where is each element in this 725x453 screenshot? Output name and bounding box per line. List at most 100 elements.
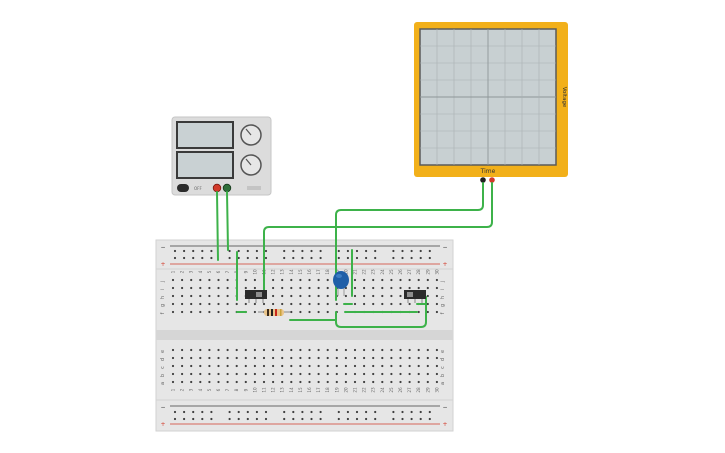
rail-hole[interactable] <box>255 256 258 260</box>
terminal-hole[interactable] <box>299 294 302 298</box>
rail-hole[interactable] <box>264 256 268 260</box>
terminal-hole[interactable] <box>190 286 193 290</box>
terminal-hole[interactable] <box>290 356 293 360</box>
rail-hole[interactable] <box>365 417 368 421</box>
rail-hole[interactable] <box>210 410 213 414</box>
rail-hole[interactable] <box>355 417 359 421</box>
terminal-hole[interactable] <box>262 380 266 384</box>
terminal-hole[interactable] <box>372 302 375 306</box>
ceramic-capacitor[interactable] <box>333 271 349 296</box>
rail-hole[interactable] <box>319 410 322 414</box>
rail-hole[interactable] <box>228 417 231 421</box>
rail-hole[interactable] <box>365 249 368 253</box>
rail-hole[interactable] <box>355 256 359 260</box>
terminal-hole[interactable] <box>363 302 366 306</box>
terminal-hole[interactable] <box>226 302 229 306</box>
terminal-hole[interactable] <box>390 364 393 368</box>
rail-hole[interactable] <box>365 256 368 260</box>
terminal-hole[interactable] <box>326 364 329 368</box>
terminal-hole[interactable] <box>244 302 247 306</box>
terminal-hole[interactable] <box>171 372 175 376</box>
terminal-hole[interactable] <box>235 356 238 360</box>
terminal-hole[interactable] <box>326 348 329 352</box>
rail-hole[interactable] <box>183 417 186 421</box>
terminal-hole[interactable] <box>253 302 256 306</box>
terminal-hole[interactable] <box>353 294 357 298</box>
terminal-hole[interactable] <box>235 302 238 306</box>
terminal-hole[interactable] <box>390 380 393 384</box>
terminal-hole[interactable] <box>181 302 184 306</box>
terminal-hole[interactable] <box>344 348 347 352</box>
terminal-hole[interactable] <box>226 348 229 352</box>
rail-hole[interactable] <box>283 410 286 414</box>
terminal-hole[interactable] <box>435 380 438 384</box>
terminal-hole[interactable] <box>417 372 420 376</box>
terminal-hole[interactable] <box>281 364 284 368</box>
wire-scope-red[interactable] <box>263 182 493 297</box>
terminal-hole[interactable] <box>353 278 357 282</box>
terminal-hole[interactable] <box>171 278 175 282</box>
terminal-hole[interactable] <box>372 294 375 298</box>
terminal-hole[interactable] <box>290 310 293 314</box>
rail-hole[interactable] <box>173 256 177 260</box>
power-supply[interactable]: OFF <box>171 116 272 196</box>
terminal-hole[interactable] <box>299 310 302 314</box>
terminal-hole[interactable] <box>190 364 193 368</box>
terminal-hole[interactable] <box>363 372 366 376</box>
terminal-hole[interactable] <box>262 364 266 368</box>
rail-hole[interactable] <box>246 256 249 260</box>
terminal-hole[interactable] <box>381 286 384 290</box>
rail-hole[interactable] <box>401 417 404 421</box>
terminal-hole[interactable] <box>299 372 302 376</box>
wire-supply-positive[interactable] <box>216 191 219 261</box>
rail-hole[interactable] <box>255 410 258 414</box>
terminal-hole[interactable] <box>253 348 256 352</box>
rail-hole[interactable] <box>410 410 413 414</box>
terminal-hole[interactable] <box>208 348 211 352</box>
terminal-hole[interactable] <box>308 380 311 384</box>
terminal-hole[interactable] <box>217 380 220 384</box>
rail-hole[interactable] <box>237 417 240 421</box>
terminal-hole[interactable] <box>253 310 256 314</box>
rail-hole[interactable] <box>255 417 258 421</box>
terminal-hole[interactable] <box>390 356 393 360</box>
terminal-hole[interactable] <box>408 380 411 384</box>
rail-hole[interactable] <box>173 417 177 421</box>
rail-hole[interactable] <box>374 256 377 260</box>
breadboard-holes[interactable] <box>171 249 438 421</box>
terminal-hole[interactable] <box>308 356 311 360</box>
rail-hole[interactable] <box>237 256 240 260</box>
terminal-hole[interactable] <box>217 302 220 306</box>
terminal-hole[interactable] <box>199 356 202 360</box>
terminal-hole[interactable] <box>353 348 357 352</box>
oscilloscope[interactable]: Time Voltage <box>414 22 568 183</box>
terminal-hole[interactable] <box>372 364 375 368</box>
terminal-hole[interactable] <box>181 380 184 384</box>
rail-hole[interactable] <box>401 410 404 414</box>
negative-terminal[interactable] <box>222 183 232 193</box>
rail-hole[interactable] <box>392 417 395 421</box>
terminal-hole[interactable] <box>326 310 329 314</box>
terminal-hole[interactable] <box>335 356 338 360</box>
terminal-hole[interactable] <box>317 364 320 368</box>
terminal-hole[interactable] <box>171 310 175 314</box>
terminal-hole[interactable] <box>199 380 202 384</box>
terminal-hole[interactable] <box>363 356 366 360</box>
terminal-hole[interactable] <box>181 364 184 368</box>
terminal-hole[interactable] <box>171 364 175 368</box>
rail-hole[interactable] <box>319 417 322 421</box>
rail-hole[interactable] <box>292 249 295 253</box>
terminal-hole[interactable] <box>190 302 193 306</box>
terminal-hole[interactable] <box>381 380 384 384</box>
terminal-hole[interactable] <box>281 278 284 282</box>
terminal-hole[interactable] <box>353 380 357 384</box>
rail-hole[interactable] <box>192 249 195 253</box>
terminal-hole[interactable] <box>262 348 266 352</box>
rail-hole[interactable] <box>228 410 231 414</box>
terminal-hole[interactable] <box>372 380 375 384</box>
terminal-hole[interactable] <box>317 286 320 290</box>
terminal-hole[interactable] <box>299 348 302 352</box>
rail-hole[interactable] <box>310 410 313 414</box>
terminal-hole[interactable] <box>308 278 311 282</box>
rail-hole[interactable] <box>210 417 213 421</box>
